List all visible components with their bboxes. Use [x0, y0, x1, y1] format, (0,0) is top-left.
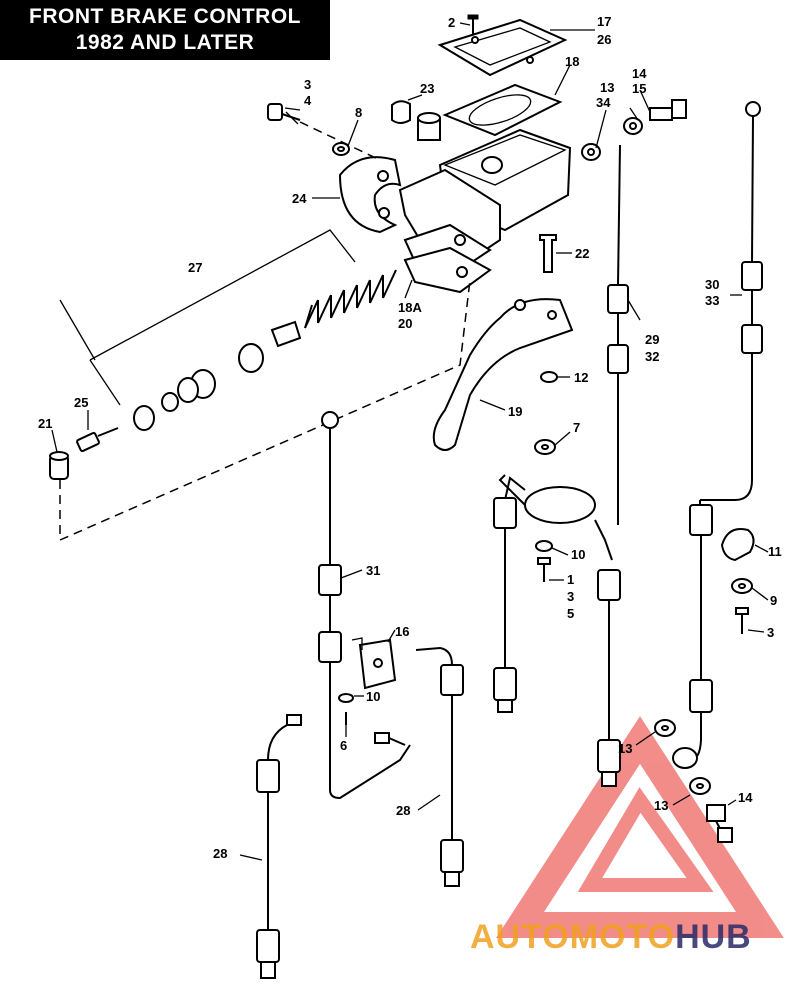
- title-line-2: 1982 AND LATER: [75, 31, 255, 54]
- brake-line-30-33: [700, 101, 763, 501]
- fitting-10-6: [338, 693, 354, 725]
- brake-line-31: [318, 411, 411, 800]
- watermark-text-hub: HUB: [675, 918, 752, 956]
- callout-4: 4: [304, 93, 312, 108]
- callout-14-top: 14: [632, 66, 647, 81]
- svg-text:AUTOMOTOHUB: AUTOMOTOHUB: [470, 918, 752, 956]
- hose-right-middle: [597, 569, 621, 787]
- clamp-screw-3-4: [267, 103, 301, 125]
- fitting-small: [374, 732, 406, 746]
- diagram-title: FRONT BRAKE CONTROL 1982 AND LATER: [0, 0, 330, 60]
- callout-30: 30: [705, 277, 719, 292]
- callout-13-top: 13: [600, 80, 614, 95]
- leader-dash-2: [59, 279, 471, 542]
- callout-6: 6: [340, 738, 347, 753]
- callout-28-left: 28: [213, 846, 227, 861]
- watermark-logo: [496, 716, 784, 938]
- callout-26: 26: [597, 32, 611, 47]
- brake-line-29-32: [607, 144, 629, 525]
- callout-34: 34: [596, 95, 611, 110]
- callout-3-right: 3: [767, 625, 774, 640]
- title-line-1: FRONT BRAKE CONTROL: [29, 5, 301, 28]
- callout-32: 32: [645, 349, 659, 364]
- hose-left-middle: [493, 476, 526, 713]
- callout-7: 7: [573, 420, 580, 435]
- callout-25: 25: [74, 395, 88, 410]
- callout-24: 24: [292, 191, 307, 206]
- cover-screw-2: [467, 14, 479, 34]
- hose-far-right: [672, 500, 713, 769]
- watermark-wordmark: AUTOMOTOHUB: [470, 918, 752, 956]
- watermark-text-automoto: AUTOMOTO: [470, 918, 675, 956]
- callout-10-mid: 10: [571, 547, 585, 562]
- callout-27: 27: [188, 260, 202, 275]
- lever-nut-12: [540, 371, 558, 383]
- spring-27: [304, 269, 397, 329]
- callout-9: 9: [770, 593, 777, 608]
- washer-8: [332, 142, 350, 156]
- callout-13-low: 13: [654, 798, 668, 813]
- callout-20: 20: [398, 316, 412, 331]
- hose-28-right: [415, 646, 464, 887]
- callout-19: 19: [508, 404, 522, 419]
- bleeder-cap-21: [49, 451, 69, 480]
- screw-stack-1-3-5: [535, 540, 553, 582]
- piston-assembly: [133, 320, 302, 431]
- callout-3-top: 3: [304, 77, 311, 92]
- bracket-27-left: [89, 359, 121, 406]
- banjo-washers-13-34: [581, 117, 643, 161]
- callout-29: 29: [645, 332, 659, 347]
- callout-12: 12: [574, 370, 588, 385]
- washer-7: [534, 439, 556, 455]
- reservoir-cover-17-26: [437, 18, 568, 77]
- brake-lever-19: [432, 298, 574, 451]
- callout-31: 31: [366, 563, 380, 578]
- callout-11: 11: [768, 544, 782, 559]
- callout-13-mid: 13: [618, 741, 632, 756]
- pivot-bolt-22: [539, 234, 557, 273]
- callout-18: 18: [565, 54, 579, 69]
- master-cylinder-body: [398, 128, 572, 294]
- callout-23: 23: [420, 81, 434, 96]
- bleeder-valve-25: [76, 427, 119, 453]
- bracket-27: [89, 229, 356, 361]
- washer-9: [731, 578, 753, 594]
- junction-block-16: [351, 637, 397, 690]
- callout-16: 16: [395, 624, 409, 639]
- leader-lines: [51, 22, 769, 861]
- callout-5: 5: [567, 606, 574, 621]
- callout-8: 8: [355, 105, 362, 120]
- callout-10-low: 10: [366, 689, 380, 704]
- hose-28-left: [256, 714, 302, 979]
- callout-1: 1: [567, 572, 574, 587]
- callout-15: 15: [632, 81, 646, 96]
- banjo-bolt-14-15: [649, 99, 687, 121]
- banjo-bolt-14-lower: [706, 804, 733, 843]
- washers-13-lower: [654, 719, 711, 795]
- callout-18a: 18A: [398, 300, 422, 315]
- callout-22: 22: [575, 246, 589, 261]
- diaphragm-18: [442, 83, 563, 137]
- callout-3-mid: 3: [567, 589, 574, 604]
- callout-21: 21: [38, 416, 52, 431]
- callout-17: 17: [597, 14, 611, 29]
- callout-labels: 2 17 26 18 3 4 8 23 13 34 14 15 24 22 27…: [38, 14, 782, 861]
- junction-block: [498, 474, 613, 561]
- clamp-11: [720, 528, 755, 562]
- callout-33: 33: [705, 293, 719, 308]
- callout-14-low: 14: [738, 790, 753, 805]
- cap-23: [391, 100, 441, 141]
- callout-28-right: 28: [396, 803, 410, 818]
- screw-3-right: [735, 607, 749, 634]
- callout-2: 2: [448, 15, 455, 30]
- handlebar-clamp-24: [338, 156, 402, 234]
